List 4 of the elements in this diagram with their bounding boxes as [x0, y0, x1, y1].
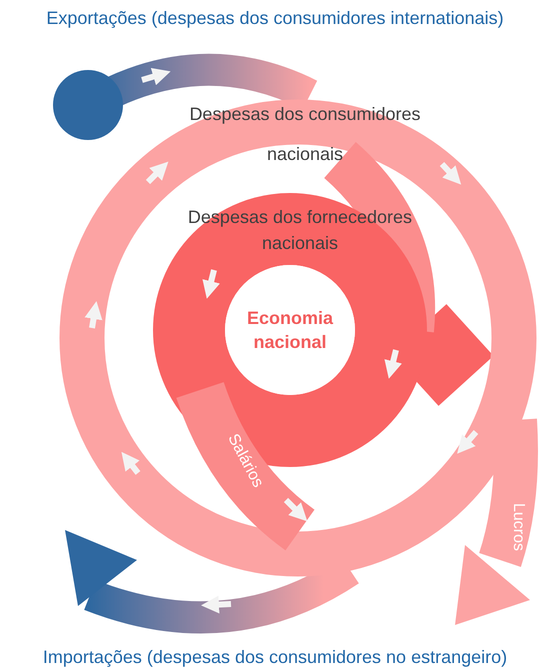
title: Exportações (despesas dos consumidores internationais) [45, 8, 505, 29]
caption: Importações (despesas dos consumidores no estrangeiro) [42, 647, 508, 668]
flow-label: Lucros [509, 502, 527, 554]
flow-label: Despesas dos consumidores nacionais [188, 103, 422, 166]
